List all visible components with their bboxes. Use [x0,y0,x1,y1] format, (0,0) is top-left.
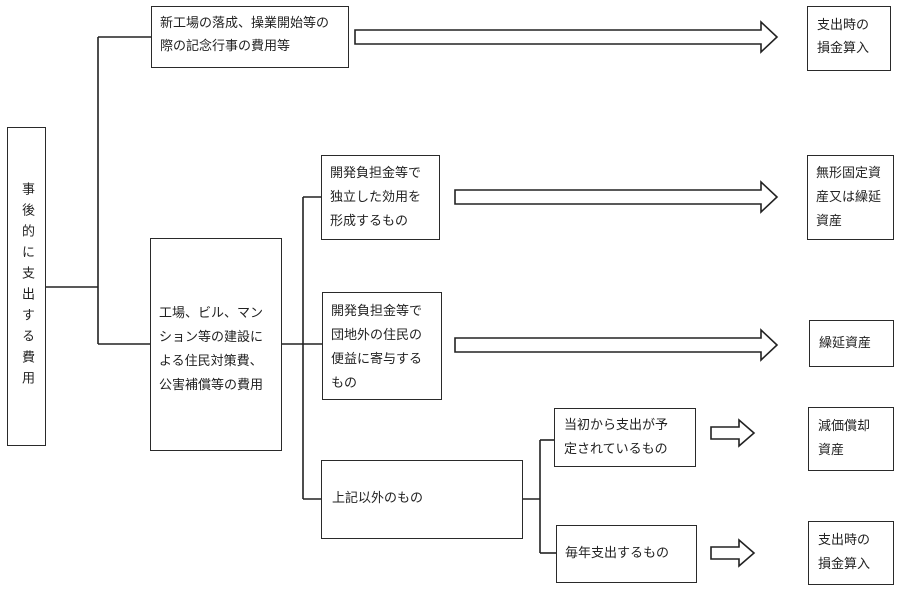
sub-3-box: 上記以外のもの [321,460,523,539]
branch-2-box: 工場、ビル、マン ション等の建設に よる住民対策費、 公害補償等の費用 [150,238,282,451]
sub-2-box: 開発負担金等で 団地外の住民の 便益に寄与する もの [322,292,442,400]
sub-3a-box: 当初から支出が予 定されているもの [554,408,696,467]
root-box: 事後的に支出する費用 [7,127,46,446]
arrow-5 [710,538,756,568]
branch-1-box: 新工場の落成、操業開始等の 際の記念行事の費用等 [151,6,349,68]
result-branch-1-box: 支出時の 損金算入 [807,6,891,71]
result-sub-3b-box: 支出時の 損金算入 [808,521,894,585]
root-label: 事後的に支出する費用 [19,181,34,392]
arrow-2 [454,180,779,214]
sub-3b-box: 毎年支出するもの [556,525,697,583]
result-sub-2-box: 繰延資産 [809,320,894,367]
result-sub-3a-box: 減価償却 資産 [808,407,894,471]
sub-1-box: 開発負担金等で 独立した効用を 形成するもの [321,155,440,240]
arrow-1 [354,20,779,54]
arrow-3 [454,328,779,362]
arrow-4 [710,418,756,448]
result-sub-1-box: 無形固定資 産又は繰延 資産 [807,155,894,240]
